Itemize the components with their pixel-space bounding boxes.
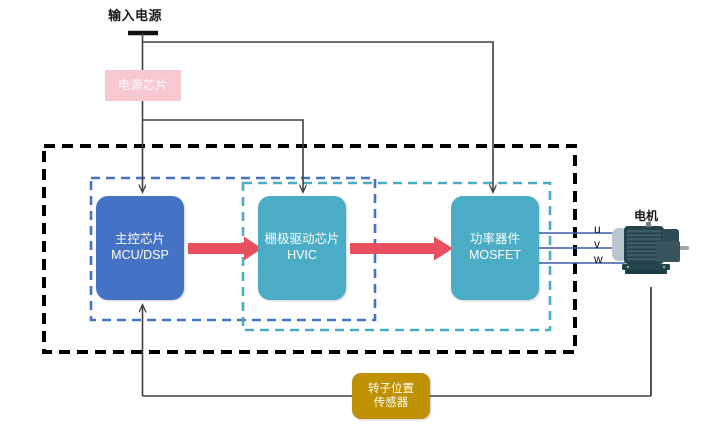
block-mcu-line2: MCU/DSP: [111, 248, 169, 262]
block-power-supply-chip[interactable]: 电源芯片: [105, 70, 181, 101]
block-power-device-line2: MOSFET: [468, 248, 522, 262]
phase-label-u: u: [594, 222, 601, 236]
block-power-supply-chip-line1: 电源芯片: [117, 78, 168, 92]
signal-arrow-hvic-to-mosfet: [350, 236, 453, 261]
input-power-label: 输入电源: [108, 8, 163, 23]
teal-dashed-region: [241, 181, 552, 332]
block-gate-driver-line2: HVIC: [287, 248, 317, 262]
block-power-device-line1: 功率器件: [469, 232, 520, 247]
block-mcu-line1: 主控芯片: [114, 232, 165, 247]
wire-powerchip-to-hvic: [142, 119, 304, 192]
block-rotor-position-sensor-line2: 传感器: [373, 397, 409, 409]
block-power-device[interactable]: 功率器件 MOSFET: [451, 196, 539, 300]
phase-label-v: v: [594, 237, 600, 251]
block-rotor-position-sensor[interactable]: 转子位置 传感器: [352, 373, 430, 419]
block-gate-driver[interactable]: 栅极驱动芯片 HVIC: [258, 196, 346, 300]
motor-illustration: [612, 222, 689, 274]
outer-dashed-boundary: [42, 144, 577, 354]
blue-dashed-region: [89, 176, 377, 322]
signal-arrow-mcu-to-hvic: [188, 236, 262, 261]
block-rotor-position-sensor-line1: 转子位置: [368, 382, 414, 395]
wire-input-to-mosfet: [142, 41, 494, 192]
block-mcu[interactable]: 主控芯片 MCU/DSP: [96, 196, 184, 300]
block-gate-driver-line1: 栅极驱动芯片: [264, 232, 340, 247]
motor-label: 电机: [634, 209, 659, 223]
phase-label-w: w: [594, 252, 603, 266]
